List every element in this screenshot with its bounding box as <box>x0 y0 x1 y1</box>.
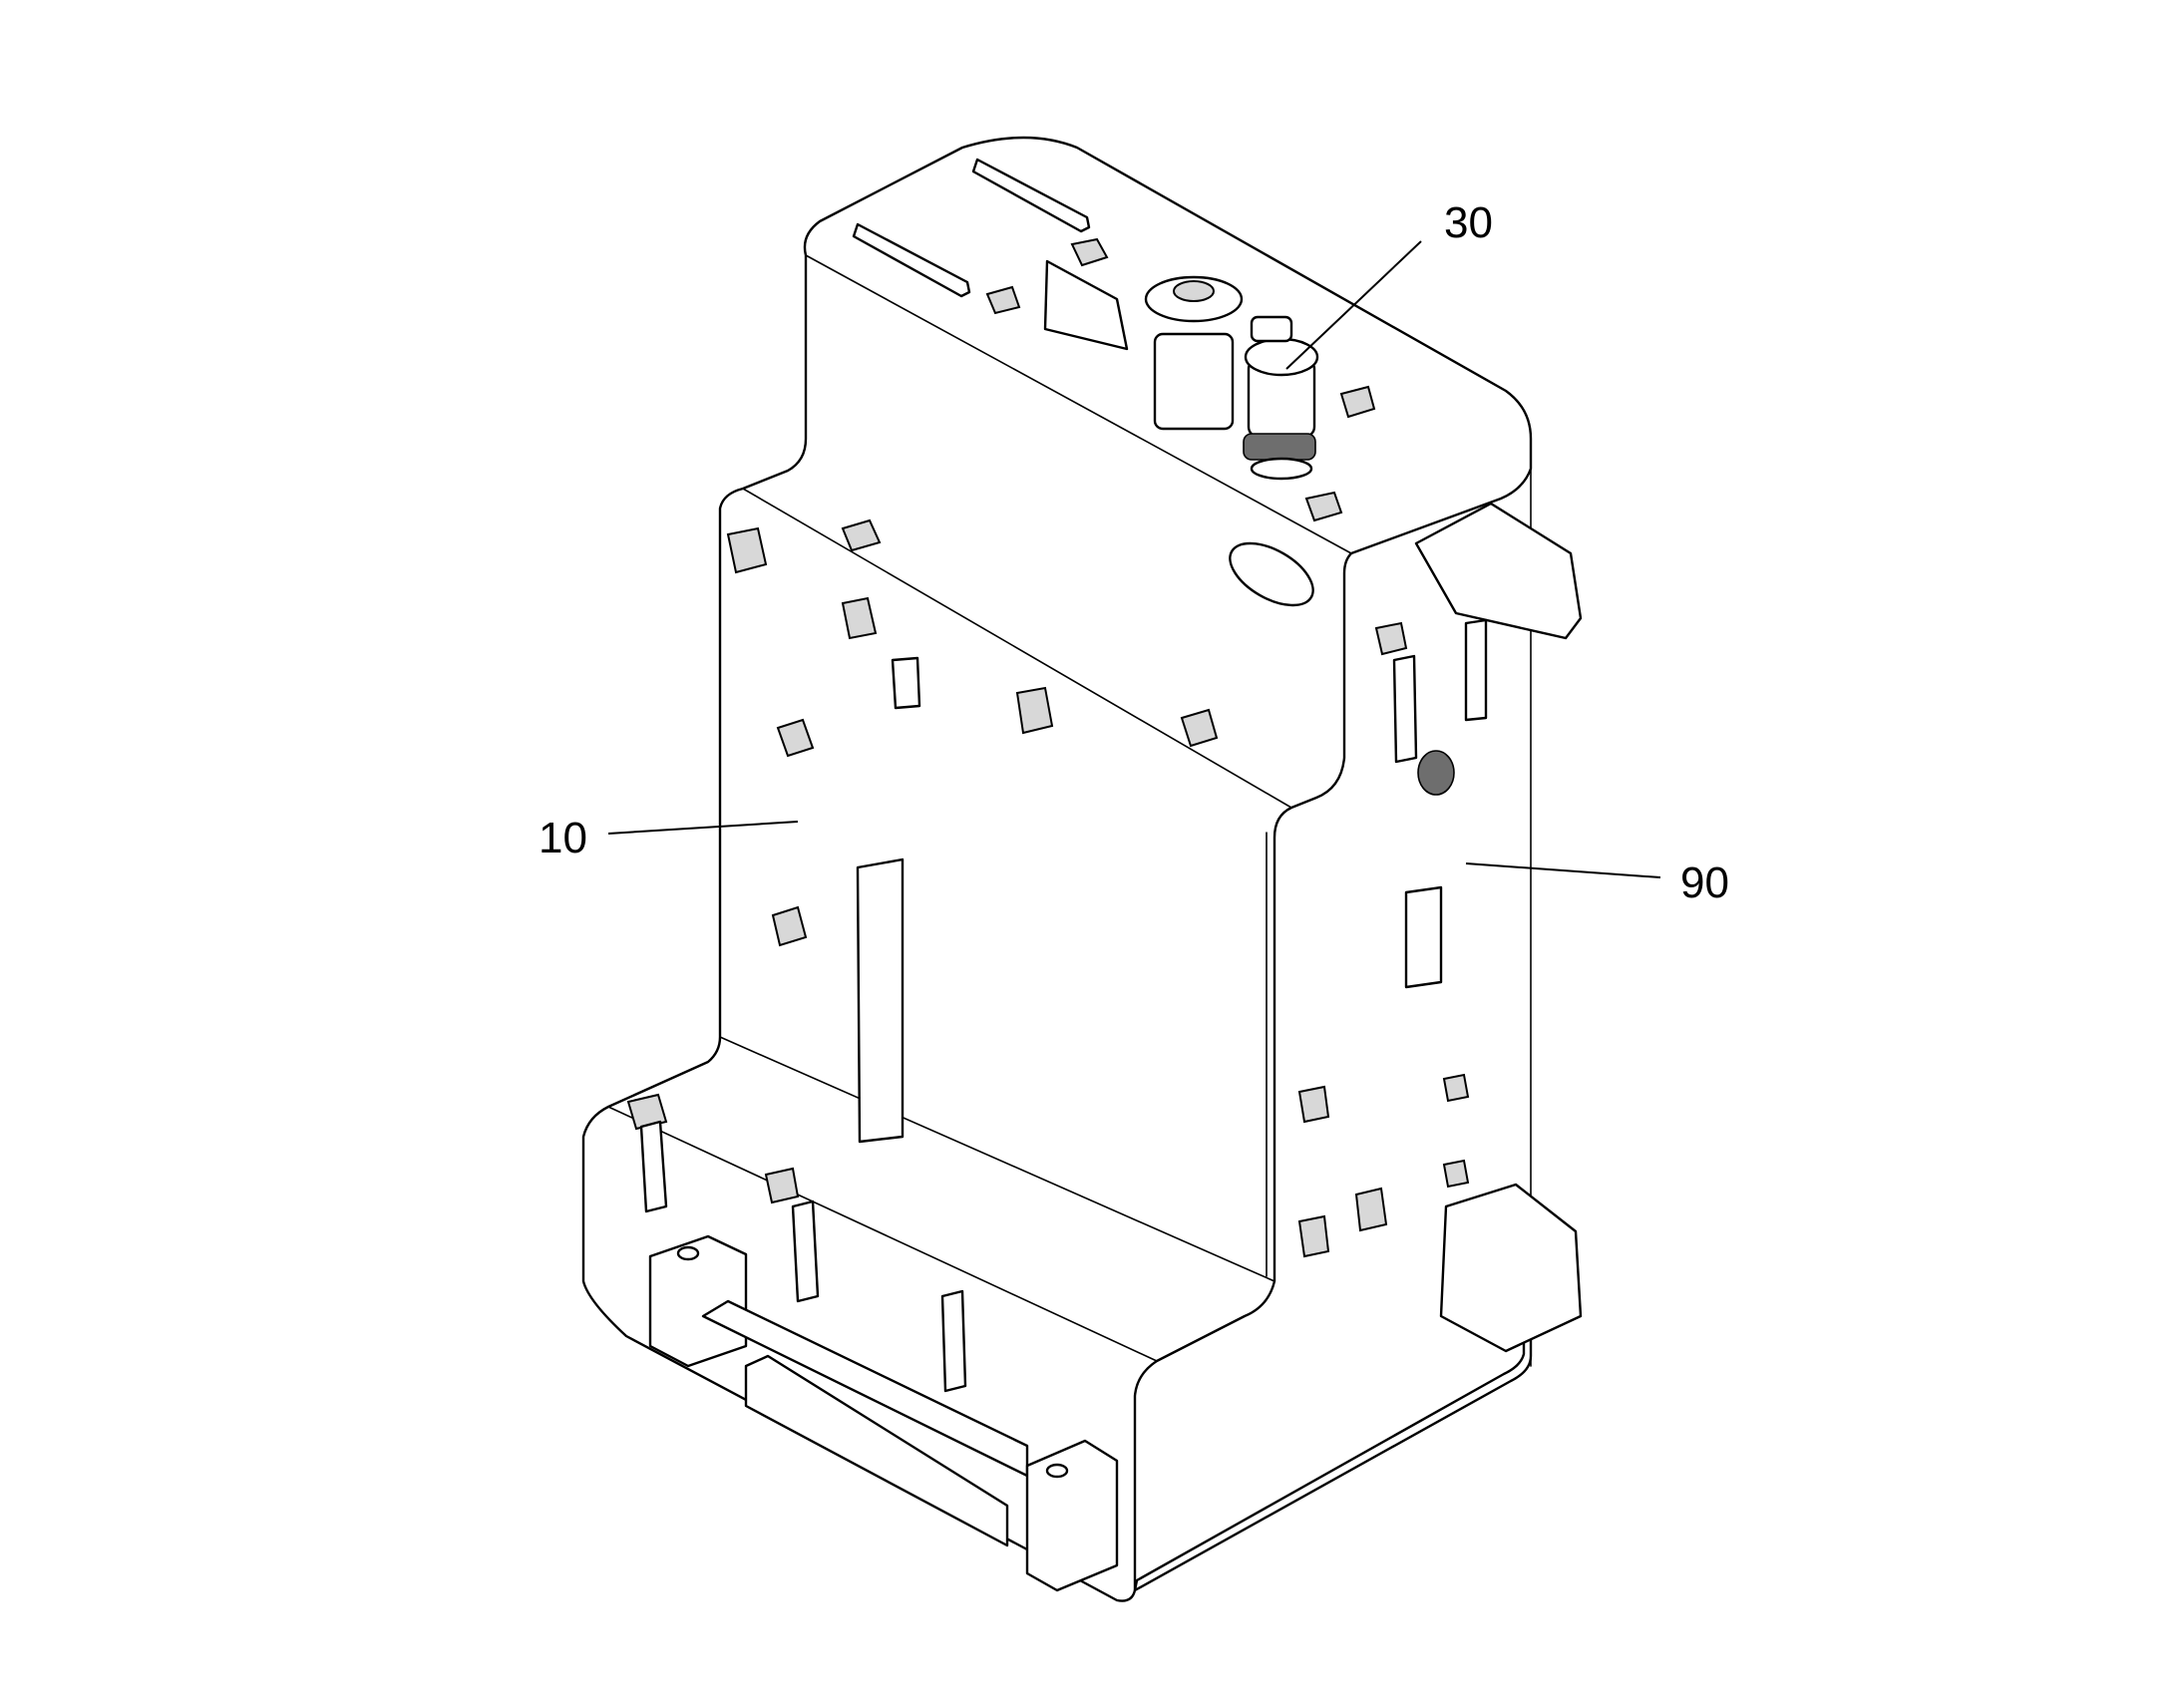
bottom-channel <box>744 1354 1009 1547</box>
lower-mount-bracket <box>1439 1183 1583 1353</box>
upper-mount-bracket <box>1414 502 1583 640</box>
inspection-cover <box>1229 541 1314 607</box>
leader-line-10 <box>607 821 799 835</box>
pad-7 <box>771 905 808 947</box>
callout-label-30: 30 <box>1444 198 1493 247</box>
vertical-channel <box>856 857 905 1144</box>
bottom-front-edge <box>607 1106 1158 1362</box>
leader-line-30 <box>1285 240 1422 370</box>
top-pad-2 <box>985 285 1021 315</box>
front-face-fittings <box>726 518 1219 1144</box>
pad-4 <box>1015 686 1054 735</box>
pad-2 <box>841 518 882 552</box>
pad-1 <box>726 526 768 574</box>
top-bracket <box>1043 259 1129 351</box>
right-bottom-lip <box>1133 1334 1533 1592</box>
bottom-fittings <box>626 1093 1119 1592</box>
side-strip-2 <box>1464 618 1488 722</box>
callout-30: 30 <box>1285 198 1493 370</box>
top-pad-4 <box>1304 491 1343 522</box>
top-pad-3 <box>1339 385 1376 419</box>
bottom-strip-1 <box>639 1120 668 1213</box>
filler-breather-assembly <box>1144 275 1319 481</box>
bottom-block-left <box>648 1234 748 1368</box>
side-strip-1 <box>1392 654 1418 764</box>
side-pad-5 <box>1442 1073 1470 1103</box>
side-pad-1 <box>1374 621 1408 656</box>
bottom-pad-1 <box>626 1093 668 1131</box>
right-side-fittings <box>1297 502 1583 1353</box>
bottom-strip-2 <box>791 1199 820 1303</box>
callout-10: 10 <box>539 814 799 862</box>
top-strip-1 <box>971 158 1091 233</box>
callout-label-10: 10 <box>539 814 587 862</box>
tank-top-deck <box>581 136 1533 1602</box>
grommet <box>1417 750 1455 796</box>
pad-5 <box>1180 708 1219 748</box>
bottom-block-right <box>1025 1439 1119 1592</box>
bottom-rail <box>701 1299 1029 1478</box>
upper-deck-front-edge <box>805 254 1352 554</box>
top-fittings <box>852 158 1376 607</box>
leader-line-90 <box>1465 862 1661 878</box>
middle-step-edge <box>742 488 1292 809</box>
bottom-strip-3 <box>940 1289 967 1393</box>
side-pad-3 <box>1354 1187 1388 1232</box>
bottom-pad-2 <box>764 1167 800 1204</box>
side-pad-2 <box>1297 1085 1330 1124</box>
top-pad-1 <box>1070 237 1109 267</box>
pad-3 <box>841 596 878 640</box>
callout-label-90: 90 <box>1680 858 1729 907</box>
callout-90: 90 <box>1465 858 1729 907</box>
side-pad-6 <box>1442 1159 1470 1189</box>
tank-body <box>581 136 1533 1602</box>
small-bracket <box>891 656 921 710</box>
side-plate <box>1404 885 1443 989</box>
pad-6 <box>776 718 815 758</box>
side-pad-4 <box>1297 1214 1330 1258</box>
lower-step-edge <box>719 1036 1275 1282</box>
top-strip-2 <box>852 222 971 298</box>
